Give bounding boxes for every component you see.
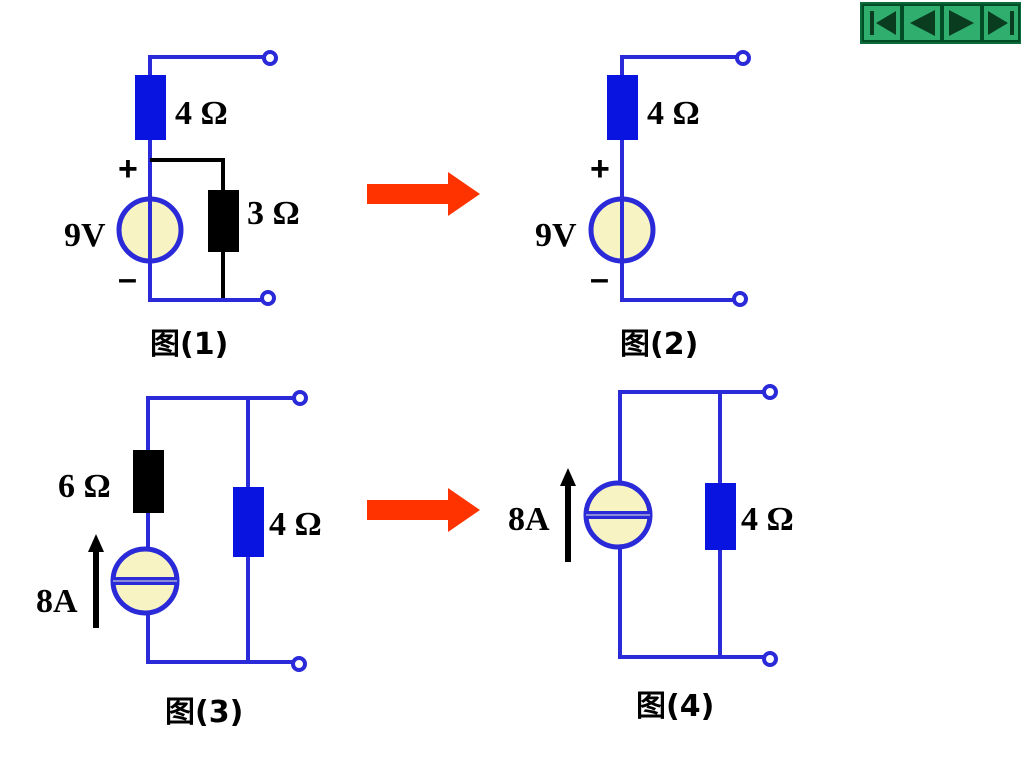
fig2-voltage-label: 9V (535, 217, 577, 254)
fig3-resistor-4ohm (233, 487, 264, 557)
fig1-resistor-4ohm (135, 75, 166, 140)
nav-first-button[interactable] (862, 4, 902, 42)
nav-next-button[interactable] (942, 4, 982, 42)
fig3-caption: 图(3) (165, 695, 243, 730)
fig2-r-series-label: 4 Ω (647, 95, 700, 132)
fig1-voltage-label: 9V (64, 217, 106, 254)
fig1-branch-top-wire (150, 158, 225, 190)
fig4-current-label: 8A (508, 501, 550, 538)
fig2-plus-sign: + (590, 150, 610, 188)
fig3-r-parallel-label: 4 Ω (269, 506, 322, 543)
fig4-resistor-4ohm (705, 483, 736, 550)
fig2-minus-sign: – (590, 260, 609, 298)
transform-arrow-bottom (367, 488, 480, 532)
fig2-caption: 图(2) (620, 327, 698, 362)
fig1-resistor-3ohm (208, 190, 239, 252)
fig1-r-parallel-label: 3 Ω (247, 195, 300, 232)
fig3-top-wire (146, 396, 296, 450)
figure-1: + – 9V 4 Ω 3 Ω 图(1) (64, 50, 300, 362)
fig4-top-wire (618, 390, 766, 483)
nav-previous-button[interactable] (902, 4, 942, 42)
fig4-caption: 图(4) (636, 689, 714, 724)
triangle-left-icon (910, 10, 935, 36)
figure-4: 8A 4 Ω 图(4) (508, 384, 794, 724)
fig2-terminal-bottom (732, 291, 748, 307)
fig3-terminal-bottom (291, 656, 307, 672)
slide-nav-bar (860, 2, 1021, 44)
fig2-terminal-top (735, 50, 751, 66)
fig4-bottom-wire (618, 547, 766, 659)
triangle-right-icon (949, 10, 974, 36)
transform-arrow-top (367, 172, 480, 216)
fig4-current-arrow-icon (560, 468, 576, 562)
figure-2: + – 9V 4 Ω 图(2) (535, 50, 751, 362)
fig4-current-source (583, 480, 653, 550)
fig2-resistor-4ohm (607, 75, 638, 140)
fig3-r-series-label: 6 Ω (58, 468, 111, 505)
fig2-top-wire (620, 55, 740, 75)
fig1-r-series-label: 4 Ω (175, 95, 228, 132)
fig1-terminal-top (262, 50, 278, 66)
fig1-plus-sign: + (118, 150, 138, 188)
fig1-voltage-source (116, 196, 184, 264)
fig1-top-wire (148, 55, 268, 75)
fig3-current-arrow-icon (88, 534, 104, 628)
fig3-resistor-6ohm (133, 450, 164, 513)
fig3-bottom-wire (146, 612, 296, 664)
fig4-terminal-bottom (762, 651, 778, 667)
fig1-terminal-bottom (260, 290, 276, 306)
fig3-current-label: 8A (36, 583, 78, 620)
skip-back-icon (870, 11, 896, 35)
figure-3: 8A 6 Ω 4 Ω 图(3) (36, 390, 322, 730)
fig1-caption: 图(1) (150, 327, 228, 362)
fig1-minus-sign: – (118, 260, 137, 298)
fig3-current-source (110, 546, 180, 616)
fig4-terminal-top (762, 384, 778, 400)
fig2-voltage-source (588, 196, 656, 264)
fig3-terminal-top (292, 390, 308, 406)
skip-forward-icon (988, 11, 1014, 35)
fig2-bottom-wire (620, 262, 736, 302)
nav-last-button[interactable] (982, 4, 1020, 42)
fig1-bottom-wire (148, 262, 265, 302)
fig4-r-parallel-label: 4 Ω (741, 501, 794, 538)
